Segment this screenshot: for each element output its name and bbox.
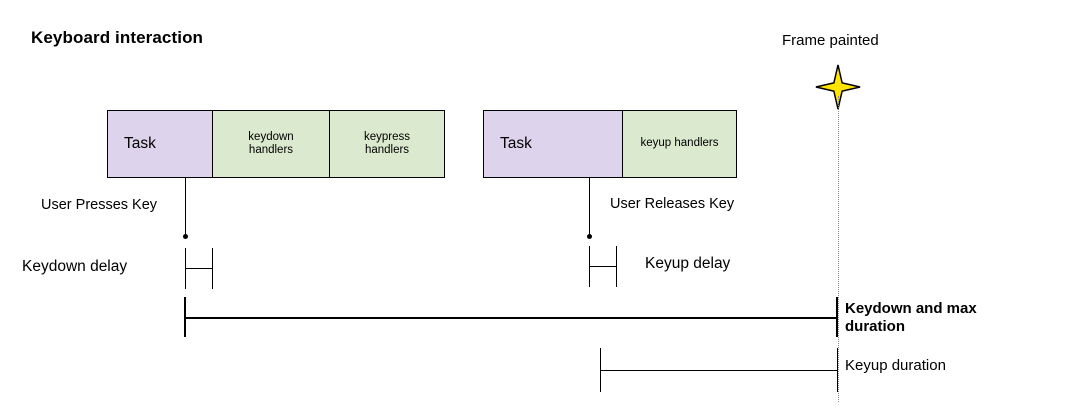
page-title: Keyboard interaction <box>31 28 204 47</box>
keyup-duration-label: Keyup duration <box>845 357 946 374</box>
keydown-handlers-line2: handlers <box>248 144 294 156</box>
task-bar-group-second: Task keyup handlers <box>483 110 737 178</box>
keydown-delay-span <box>185 268 213 269</box>
user-releases-key-label: User Releases Key <box>610 196 735 212</box>
keyup-drop-dot <box>587 234 592 239</box>
frame-boundary-line <box>838 96 839 402</box>
keypress-handlers-cell: keypress handlers <box>330 111 444 177</box>
task-bar-group-first: Task keydown handlers keypress handlers <box>107 110 445 178</box>
keydown-drop-line <box>185 178 186 236</box>
keydown-delay-label: Keydown delay <box>22 258 128 275</box>
keyup-duration-end-tick <box>837 348 838 392</box>
task-cell: Task <box>108 111 213 177</box>
keyup-drop-line <box>589 178 590 236</box>
keyup-handlers-cell: keyup handlers <box>623 111 736 177</box>
keydown-drop-dot <box>183 234 188 239</box>
keydown-handlers-line1: keydown <box>248 130 294 143</box>
keypress-handlers-line2: handlers <box>364 144 410 156</box>
keyup-delay-label: Keyup delay <box>645 255 731 272</box>
user-presses-key-label: User Presses Key <box>41 197 158 213</box>
keydown-handlers-cell: keydown handlers <box>213 111 330 177</box>
keyup-duration-span <box>600 370 838 371</box>
keydown-max-duration-end-tick <box>836 297 838 337</box>
keydown-max-duration-span <box>184 317 838 319</box>
task-cell: Task <box>484 111 623 177</box>
keypress-handlers-line1: keypress <box>363 130 411 143</box>
keyup-delay-span <box>589 266 617 267</box>
frame-painted-label: Frame painted <box>782 32 879 49</box>
keydown-and-max-duration-label: Keydown and max duration <box>845 300 977 336</box>
